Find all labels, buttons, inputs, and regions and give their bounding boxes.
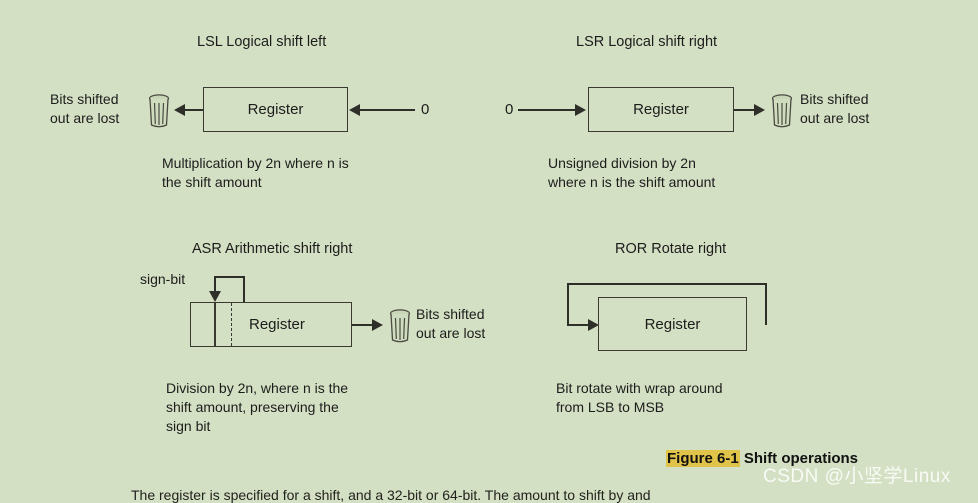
watermark: CSDN @小坚学Linux [763,466,951,487]
ror-wrap-arrowhead [588,319,599,331]
panel-note-lsl: Multiplication by 2n where n is the shif… [162,155,349,190]
input-zero-lsr: 0 [505,101,514,118]
trash-bin-icon [387,307,413,350]
asr-feedback-top [214,276,245,278]
lsr-in-line [518,109,576,111]
register-label: Register [633,101,689,118]
panel-title-lsl: LSL Logical shift left [197,34,327,50]
register-box-lsl: Register [203,87,348,132]
ror-wrap-left [567,283,569,325]
asr-out-line [352,324,374,326]
register-box-ror: Register [598,297,747,351]
lsl-out-arrowhead [174,104,185,116]
lsl-in-arrowhead [349,104,360,116]
figure-caption: Figure 6-1 Shift operations [666,450,858,467]
register-box-asr: Register [190,302,352,347]
panel-title-ror: ROR Rotate right [615,241,727,257]
sign-bit-label: sign-bit [140,271,186,287]
input-zero-lsl: 0 [421,101,430,118]
figure-number: Figure 6-1 [666,450,740,467]
lsr-in-arrowhead [575,104,586,116]
asr-feedback-arrowhead [209,291,221,302]
lsr-out-line [734,109,756,111]
discard-label-asr: Bits shifted out are lost [416,306,486,341]
lsr-out-arrowhead [754,104,765,116]
ror-wrap-in-line [567,324,591,326]
register-box-lsr: Register [588,87,734,132]
asr-feedback-left [214,276,216,293]
lsl-out-line [184,109,204,111]
figure-caption-text: Shift operations [739,450,859,467]
trash-bin-icon [769,92,795,135]
panel-note-lsr: Unsigned division by 2n where n is the s… [548,155,716,190]
lsl-in-line [360,109,415,111]
panel-title-lsr: LSR Logical shift right [576,34,718,50]
register-label: Register [247,101,304,118]
discard-label-lsl: Bits shifted out are lost [50,91,120,126]
asr-dashed-divider [231,303,232,346]
asr-out-arrowhead [372,319,383,331]
panel-title-asr: ASR Arithmetic shift right [192,241,353,257]
asr-feedback-right [243,276,245,302]
body-text-continuation: The register is specified for a shift, a… [131,487,651,503]
asr-signbit-divider [214,303,216,346]
register-label: Register [249,316,305,333]
trash-bin-icon [146,92,172,135]
ror-wrap-right [765,283,767,325]
panel-note-asr: Division by 2n, where n is the shift amo… [166,380,349,434]
register-label: Register [644,315,701,333]
ror-wrap-top [567,283,767,285]
discard-label-lsr: Bits shifted out are lost [800,91,870,126]
panel-note-ror: Bit rotate with wrap around from LSB to … [556,380,723,415]
